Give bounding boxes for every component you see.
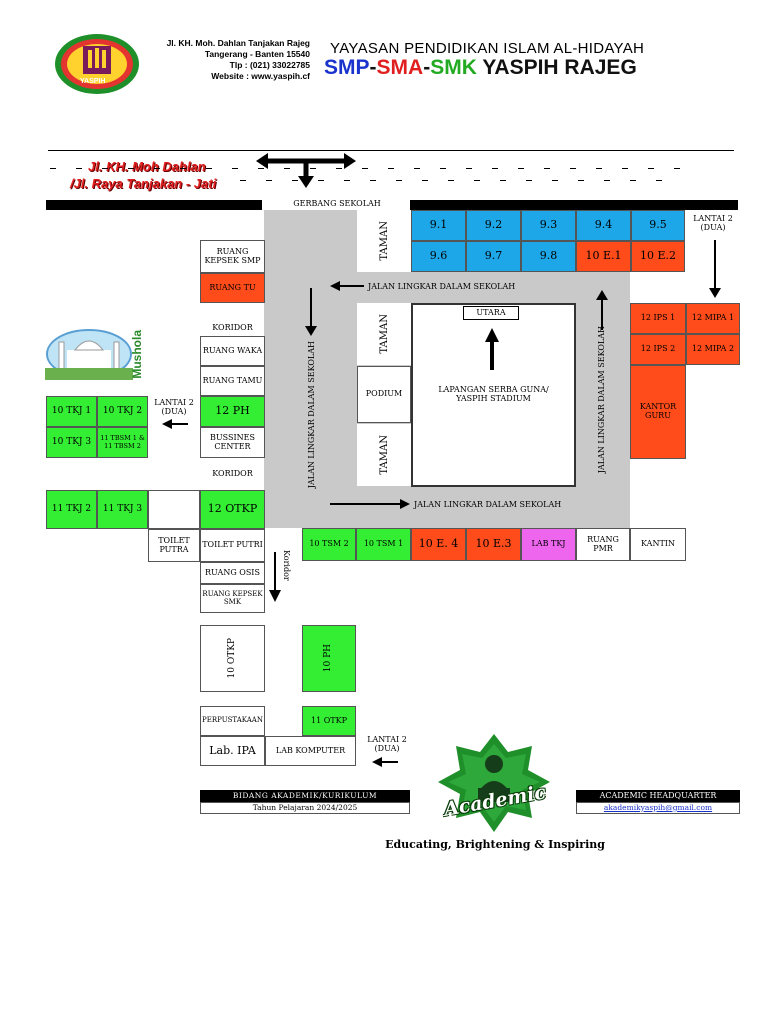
room-9-6: 9.6 [411, 241, 466, 272]
room-9-7: 9.7 [466, 241, 521, 272]
boundary-gap [262, 198, 410, 212]
road-dashes-2 [240, 180, 680, 181]
field-name: LAPANGAN SERBA GUNA/ YASPIH STADIUM [438, 385, 549, 404]
bidang-akademik: BIDANG AKADEMIK/KURIKULUM [200, 790, 410, 802]
ring-road-label-bottom: JALAN LINGKAR DALAM SEKOLAH [414, 500, 562, 509]
room-9-5: 9.5 [631, 210, 685, 241]
room-11-tkj-3: 11 TKJ 3 [97, 490, 148, 529]
left-arrow-icon [162, 419, 188, 429]
room-10-e4: 10 E. 4 [411, 528, 466, 561]
kantin: KANTIN [630, 528, 686, 561]
header-rule [48, 150, 734, 151]
ruang-pmr: RUANG PMR [576, 528, 630, 561]
tahun-pelajaran: Tahun Pelajaran 2024/2025 [200, 802, 410, 814]
lantai-2-label-top: LANTAI 2 (DUA) [693, 214, 733, 233]
north-arrow-icon [485, 328, 499, 370]
room-11-tkj-2: 11 TKJ 2 [46, 490, 97, 529]
ring-road-label-top: JALAN LINGKAR DALAM SEKOLAH [368, 282, 516, 291]
north-label: UTARA [463, 306, 519, 320]
mushola-label: Mushola [130, 330, 144, 379]
koridor-2: KORIDOR [212, 469, 253, 478]
room-12-otkp: 12 OTKP [200, 490, 265, 529]
ring-road-label-right: JALAN LINGKAR DALAM SEKOLAH [596, 326, 606, 474]
academic-hq: ACADEMIC HEADQUARTER [576, 790, 740, 802]
room-9-8: 9.8 [521, 241, 576, 272]
ring-road-label-left: JALAN LINGKAR DALAM SEKOLAH [306, 341, 316, 489]
room-9-2: 9.2 [466, 210, 521, 241]
room-12-ips-1: 12 IPS 1 [630, 303, 686, 334]
room-10-e3: 10 E.3 [466, 528, 521, 561]
up-arrow-icon [596, 290, 608, 330]
yaspih-logo [55, 34, 139, 94]
taman-top: TAMAN [357, 210, 412, 272]
room-12-ips-2: 12 IPS 2 [630, 334, 686, 365]
taman-inner-1: TAMAN [357, 303, 411, 365]
room-blank [148, 490, 200, 529]
room-12-ph: 12 PH [200, 396, 265, 427]
tagline: Educating, Brightening & Inspiring [385, 838, 605, 851]
street-name: Jl. KH. Moh Dahlan /Jl. Raya Tanjakan - … [70, 159, 217, 191]
room-11-otkp: 11 OTKP [302, 706, 356, 736]
road-dashes [50, 168, 680, 169]
room-10-tkj-3: 10 TKJ 3 [46, 427, 97, 458]
business-center: BUSSINES CENTER [200, 427, 265, 458]
header: YASPIH Jl. KH. Moh. Dahlan Tanjakan Raje… [48, 30, 738, 102]
lab-tkj: LAB TKJ [521, 528, 576, 561]
lab-komputer: LAB KOMPUTER [265, 736, 356, 766]
room-9-3: 9.3 [521, 210, 576, 241]
academic-email: akademikyaspih@gmail.com [576, 802, 740, 814]
down-arrow-icon [709, 240, 721, 298]
room-11-tbsm: 11 TBSM 1 & 11 TBSM 2 [97, 427, 148, 458]
podium: PODIUM [357, 366, 411, 423]
room-9-1: 9.1 [411, 210, 466, 241]
room-9-4: 9.4 [576, 210, 631, 241]
room-10-tsm-1: 10 TSM 1 [356, 528, 411, 561]
address-block: Jl. KH. Moh. Dahlan Tanjakan Rajeg Tange… [166, 38, 310, 81]
koridor-side: Koridor [282, 550, 291, 581]
right-arrow-icon [330, 499, 410, 509]
room-12-mipa-1: 12 MIPA 1 [686, 303, 740, 334]
room-10-tkj-2: 10 TKJ 2 [97, 396, 148, 427]
mosque-icon [45, 329, 133, 380]
ruang-tu: RUANG TU [200, 273, 265, 303]
left-arrow-icon [372, 757, 398, 767]
taman-inner-2: TAMAN [357, 424, 411, 486]
room-10-tkj-1: 10 TKJ 1 [46, 396, 97, 427]
school-names: SMP-SMA-SMK YASPIH RAJEG [324, 56, 637, 79]
kantor-guru: KANTOR GURU [630, 365, 686, 459]
ruang-tamu: RUANG TAMU [200, 366, 265, 396]
room-10-otkp: 10 OTKP [200, 625, 265, 692]
ruang-kepsek-smk: RUANG KEPSEK SMK [200, 584, 265, 613]
gate-label: GERBANG SEKOLAH [293, 199, 381, 208]
room-10-ph: 10 PH [302, 625, 356, 692]
gate-t-arrow-icon [256, 153, 356, 188]
koridor-1: KORIDOR [212, 323, 253, 332]
toilet-putra: TOILET PUTRA [148, 529, 200, 562]
perpustakaan: PERPUSTAKAAN [200, 706, 265, 736]
room-10-e2: 10 E.2 [631, 241, 685, 272]
room-10-e1: 10 E.1 [576, 241, 631, 272]
academic-badge-icon [438, 734, 550, 832]
toilet-putri: TOILET PUTRI [200, 529, 265, 562]
room-10-tsm-2: 10 TSM 2 [302, 528, 356, 561]
foundation-name: YAYASAN PENDIDIKAN ISLAM AL-HIDAYAH [330, 40, 645, 57]
room-12-mipa-2: 12 MIPA 2 [686, 334, 740, 365]
lab-ipa: Lab. IPA [200, 736, 265, 766]
lantai-2-label-bottom: LANTAI 2 (DUA) [367, 735, 407, 754]
ruang-kepsek-smp: RUANG KEPSEK SMP [200, 240, 265, 273]
logo-text: YASPIH [80, 78, 106, 85]
lantai-2-label-left: LANTAI 2 (DUA) [154, 398, 194, 417]
ruang-waka: RUANG WAKA [200, 336, 265, 366]
ruang-osis: RUANG OSIS [200, 562, 265, 584]
down-arrow-icon [305, 288, 317, 336]
left-arrow-icon [330, 281, 364, 291]
down-arrow-icon [269, 552, 281, 602]
